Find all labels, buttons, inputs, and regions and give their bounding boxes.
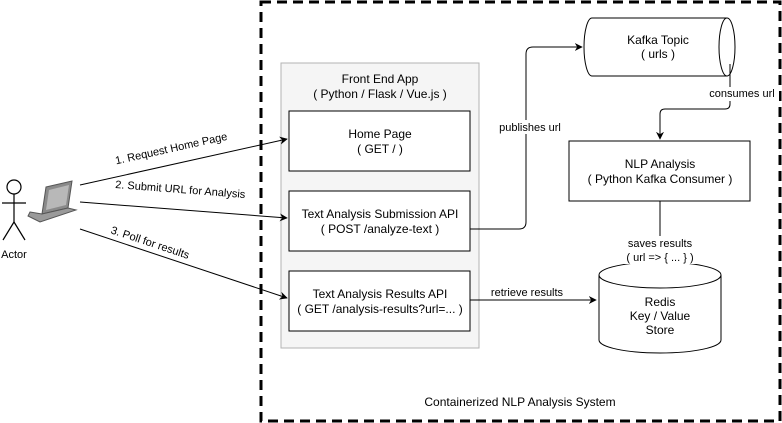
redis-label: Redis xyxy=(645,295,676,309)
results-api-label: Text Analysis Results API xyxy=(313,287,448,301)
kafka-label: Kafka Topic xyxy=(627,33,689,47)
actor-icon xyxy=(2,179,26,241)
nlp-analysis-box: NLP Analysis ( Python Kafka Consumer ) xyxy=(568,140,751,202)
edge-consumes xyxy=(656,64,731,140)
edge-submit-url xyxy=(79,201,288,222)
home-page-route: ( GET / ) xyxy=(357,142,403,156)
system-boundary: Containerized NLP Analysis System xyxy=(259,0,782,423)
actor-label: Actor xyxy=(1,249,27,261)
label-consumes: consumes url xyxy=(709,88,774,100)
system-label: Containerized NLP Analysis System xyxy=(424,395,615,409)
submission-api-route: ( POST /analyze-text ) xyxy=(321,222,439,236)
label-saves-format: ( url => { ... } ) xyxy=(626,252,693,264)
laptop-icon xyxy=(27,180,78,223)
submission-api-box: Text Analysis Submission API ( POST /ana… xyxy=(288,190,471,252)
home-page-box: Home Page ( GET / ) xyxy=(288,110,471,172)
label-retrieve: retrieve results xyxy=(491,287,564,299)
frontend-subtitle: ( Python / Flask / Vue.js ) xyxy=(313,87,447,101)
label-saves: saves results xyxy=(628,238,693,250)
redis-sublabel-2: Store xyxy=(646,323,675,337)
label-submit-url: 2. Submit URL for Analysis xyxy=(115,179,246,201)
actor: Actor xyxy=(1,179,27,261)
label-request-home: 1. Request Home Page xyxy=(114,131,228,167)
home-page-label: Home Page xyxy=(348,127,412,141)
frontend-title: Front End App xyxy=(342,72,419,86)
results-api-route: ( GET /analysis-results?url=... ) xyxy=(297,302,463,316)
redis-store: Redis Key / Value Store xyxy=(598,261,722,354)
redis-sublabel: Key / Value xyxy=(630,309,691,323)
kafka-sublabel: ( urls ) xyxy=(641,47,675,61)
edge-request-home xyxy=(79,136,288,186)
edge-publishes xyxy=(470,43,583,230)
nlp-sublabel: ( Python Kafka Consumer ) xyxy=(588,172,733,186)
edge-poll xyxy=(79,228,288,300)
submission-api-label: Text Analysis Submission API xyxy=(302,207,459,221)
label-publishes: publishes url xyxy=(499,122,561,134)
nlp-label: NLP Analysis xyxy=(625,157,695,171)
kafka-topic: Kafka Topic ( urls ) xyxy=(583,17,736,77)
results-api-box: Text Analysis Results API ( GET /analysi… xyxy=(288,270,471,332)
